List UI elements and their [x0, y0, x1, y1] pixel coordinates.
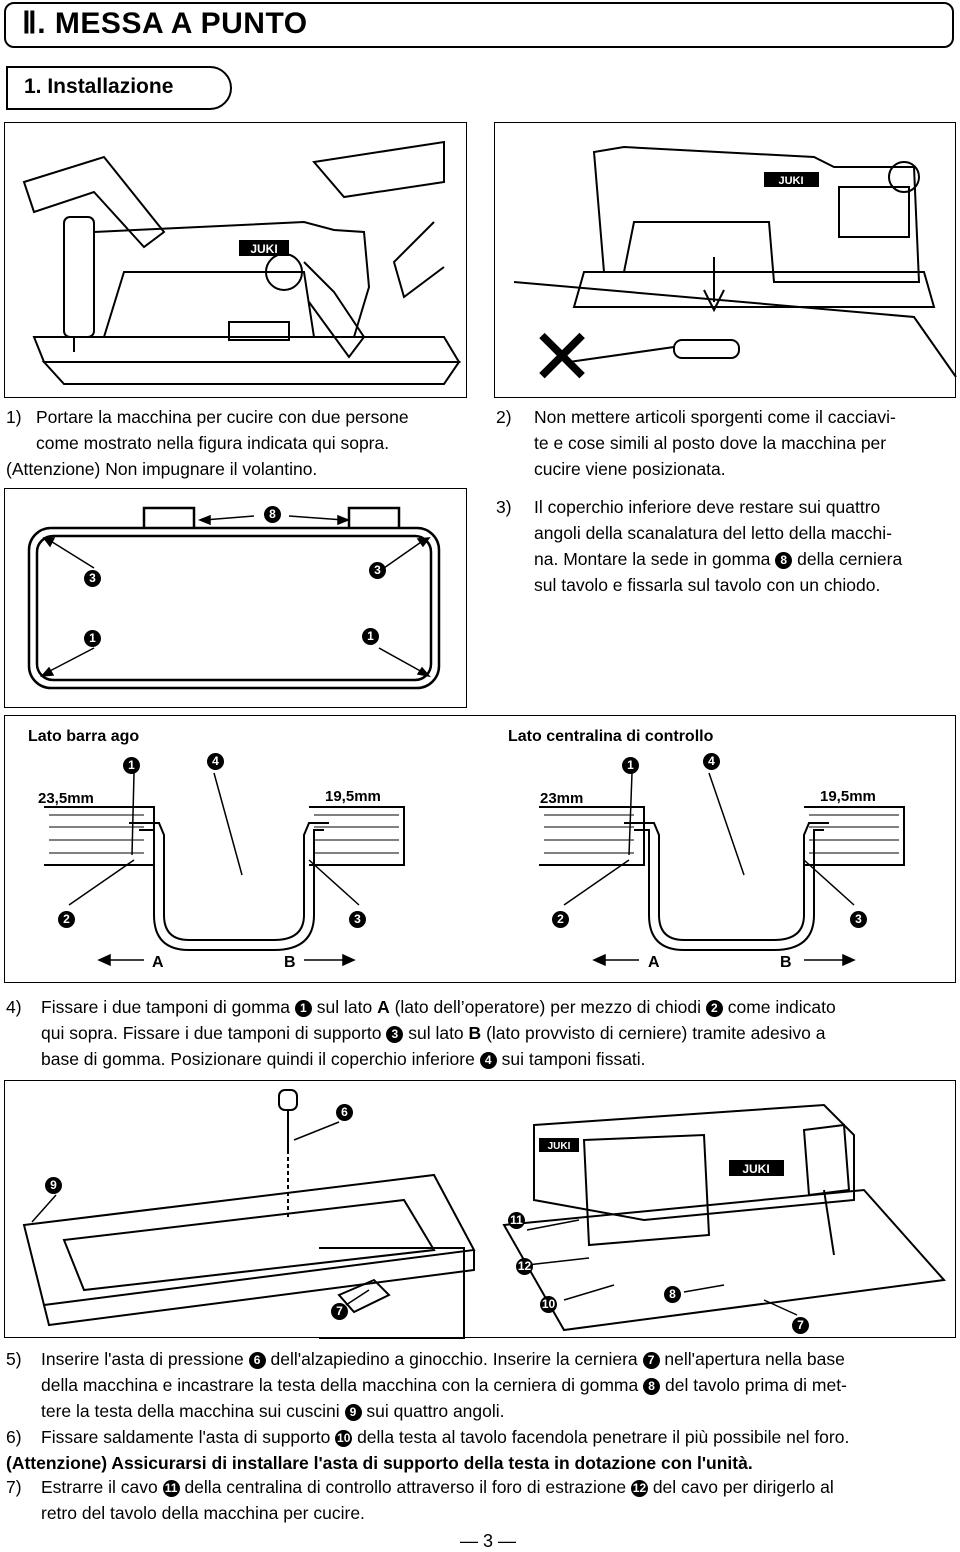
section-title: Ⅱ. MESSA A PUNTO — [22, 7, 308, 40]
callout-10: 10 — [335, 1430, 353, 1447]
brand-logo-text: JUKI — [250, 242, 277, 256]
callout-3: 3 — [349, 911, 366, 928]
callout-8: 8 — [643, 1378, 661, 1395]
dimension-label: 23,5mm — [38, 790, 94, 807]
step-number: 5) — [6, 1349, 22, 1369]
control-box-side-title: Lato centralina di controllo — [508, 728, 714, 745]
step-7: 7) Estrarre il cavo 11 della centralina … — [6, 1474, 958, 1526]
step-3: 3) Il coperchio inferiore deve restare s… — [496, 494, 958, 598]
callout-12: 12 — [630, 1480, 648, 1497]
figure-cross-sections — [4, 715, 956, 983]
subsection-tab — [6, 66, 232, 110]
callout-1: 1 — [84, 630, 101, 647]
callout-8: 8 — [664, 1286, 681, 1303]
callout-12: 12 — [516, 1258, 533, 1275]
step-note: (Attenzione) Assicurarsi di installare l… — [6, 1453, 753, 1473]
side-b-label: B — [780, 954, 792, 971]
callout-10: 10 — [540, 1296, 557, 1313]
brand-logo-text: JUKI — [778, 175, 803, 187]
page-number: — 3 — — [460, 1531, 517, 1551]
dimension-label: 19,5mm — [820, 788, 876, 805]
callout-11: 11 — [162, 1480, 180, 1497]
callout-8: 8 — [264, 506, 281, 523]
needle-side-title: Lato barra ago — [28, 728, 140, 745]
step-text-line: Non mettere articoli sporgenti come il c… — [534, 407, 896, 427]
callout-11: 11 — [508, 1212, 525, 1229]
step-1: 1) Portare la macchina per cucire con du… — [6, 404, 476, 482]
figure-assembly — [4, 1080, 956, 1338]
callout-3: 3 — [84, 570, 101, 587]
callout-6: 6 — [248, 1352, 266, 1369]
step-text-line: Il coperchio inferiore deve restare sui … — [534, 497, 881, 517]
side-b-label: B — [284, 954, 296, 971]
step-text-line: come mostrato nella figura indicata qui … — [36, 433, 390, 453]
callout-7: 7 — [642, 1352, 660, 1369]
side-a-label: A — [648, 954, 660, 971]
step-number: 3) — [496, 497, 512, 517]
callout-7: 7 — [792, 1317, 809, 1334]
figure-under-cover — [4, 488, 467, 708]
cross-section-illustration — [44, 772, 905, 967]
step-text-line: Portare la macchina per cucire con due p… — [36, 407, 409, 427]
dimension-label: 23mm — [540, 790, 584, 807]
callout-6: 6 — [336, 1104, 353, 1121]
machine-screwdriver-illustration: JUKI ✕ — [513, 145, 957, 403]
prohibited-x-mark: ✕ — [529, 313, 594, 403]
step-note: (Attenzione) Non impugnare il volantino. — [6, 459, 318, 479]
callout-4: 4 — [479, 1052, 497, 1069]
callout-9: 9 — [45, 1177, 62, 1194]
section-title-box — [4, 2, 954, 48]
brand-logo-text: JUKI — [548, 1141, 571, 1152]
callout-1: 1 — [294, 1000, 312, 1017]
side-a-label: A — [152, 954, 164, 971]
subsection-title: 1. Installazione — [24, 75, 174, 98]
under-cover-illustration — [27, 506, 441, 690]
callout-7: 7 — [331, 1303, 348, 1320]
figure-carrying-machine — [4, 122, 467, 398]
callout-3: 3 — [850, 911, 867, 928]
callout-2: 2 — [552, 911, 569, 928]
callout-2: 2 — [58, 911, 75, 928]
step-number: 1) — [6, 407, 22, 427]
step-4: 4) Fissare i due tamponi di gomma 1 sul … — [6, 994, 958, 1072]
callout-3: 3 — [386, 1026, 404, 1043]
callout-1: 1 — [362, 628, 379, 645]
dimension-label: 19,5mm — [325, 788, 381, 805]
step-text-line: angoli della scanalatura del letto della… — [534, 523, 892, 543]
step-number: 6) — [6, 1427, 22, 1447]
callout-9: 9 — [344, 1404, 362, 1421]
step-text-line: te e cose simili al posto dove la macchi… — [534, 433, 887, 453]
callout-3: 3 — [369, 562, 386, 579]
step-2: 2) Non mettere articoli sporgenti come i… — [496, 404, 958, 482]
step-text-line: sul tavolo e fissarla sul tavolo con un … — [534, 575, 881, 595]
step-text-line: cucire viene posizionata. — [534, 459, 726, 479]
callout-8: 8 — [775, 552, 793, 569]
brand-logo-text: JUKI — [742, 1162, 769, 1176]
callout-1: 1 — [622, 757, 639, 774]
carrying-machine-illustration: JUKI — [22, 140, 461, 385]
step-number: 4) — [6, 997, 22, 1017]
assembly-illustration: JUKI JUKI — [22, 1089, 947, 1339]
callout-1: 1 — [123, 757, 140, 774]
step-number: 7) — [6, 1477, 22, 1497]
step-text-line: na. Montare la sede in gomma 8 della cer… — [534, 549, 903, 569]
callout-4: 4 — [207, 753, 224, 770]
step-number: 2) — [496, 407, 512, 427]
step-6: 6) Fissare saldamente l'asta di supporto… — [6, 1424, 958, 1476]
step-5: 5) Inserire l'asta di pressione 6 dell'a… — [6, 1346, 958, 1424]
callout-4: 4 — [703, 753, 720, 770]
figure-no-protruding-items — [494, 122, 956, 398]
callout-2: 2 — [705, 1000, 723, 1017]
